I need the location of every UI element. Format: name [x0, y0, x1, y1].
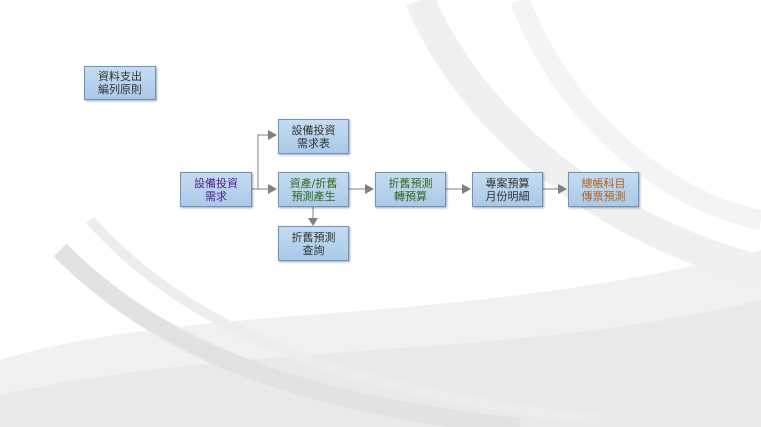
node-label: 折舊預測 轉預算	[388, 176, 433, 203]
node-depreciation-query: 折舊預測 查詢	[278, 226, 349, 261]
node-voucher-forecast: 總帳科目 傳票預測	[568, 172, 639, 207]
node-project-monthly: 專案預算 月份明細	[472, 172, 543, 207]
node-label: 設備投資 需求表	[291, 123, 336, 150]
node-depreciation-transfer: 折舊預測 轉預算	[375, 172, 446, 207]
node-equipment-demand: 設備投資 需求	[180, 172, 252, 207]
node-label: 資產/折舊 預測產生	[289, 176, 338, 203]
node-asset-depreciation: 資產/折舊 預測產生	[278, 172, 349, 207]
node-label: 設備投資 需求	[194, 176, 238, 203]
node-label: 總帳科目 傳票預測	[581, 176, 626, 203]
node-label: 折舊預測 查詢	[291, 230, 336, 257]
node-equipment-form: 設備投資 需求表	[278, 119, 349, 154]
node-label: 資料支出 編列原則	[98, 70, 142, 96]
node-budget-principle: 資料支出 編列原則	[84, 66, 156, 100]
node-label: 專案預算 月份明細	[485, 176, 530, 203]
